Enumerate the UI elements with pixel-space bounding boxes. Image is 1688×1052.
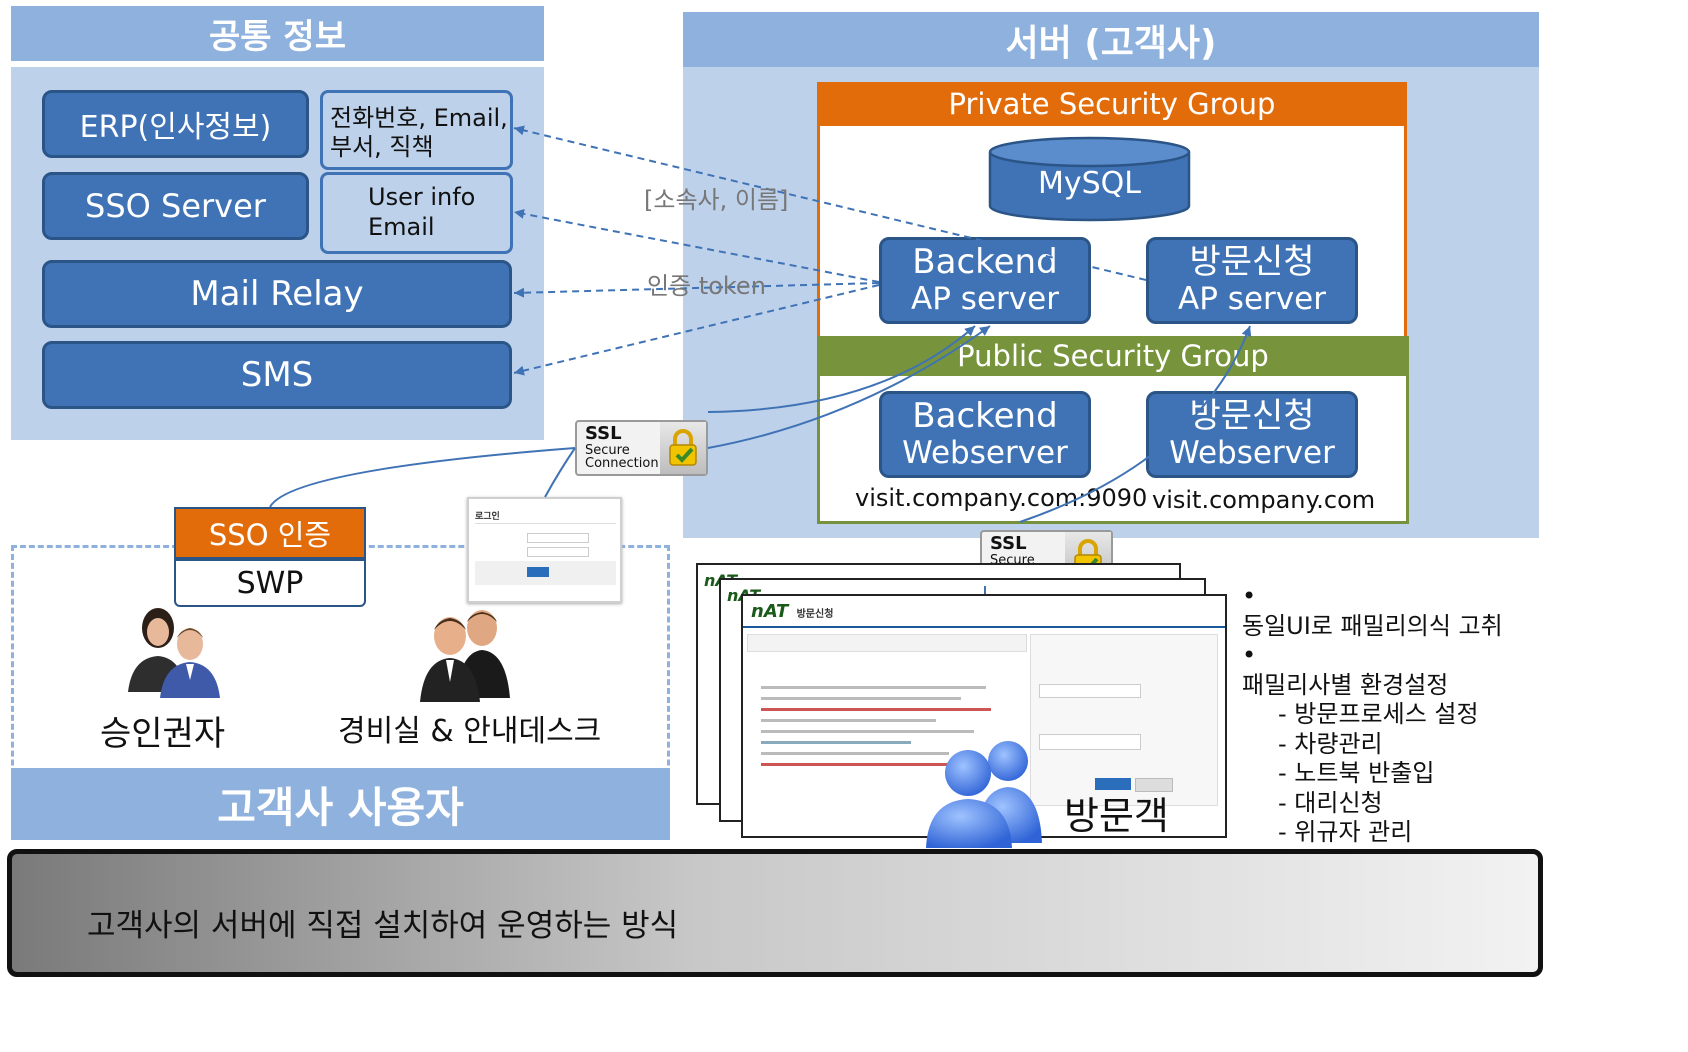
sso-server-box: SSO Server xyxy=(42,172,309,240)
backend-webserver-box: Backend Webserver xyxy=(879,391,1091,478)
sso-fields-line2: Email xyxy=(368,213,435,241)
backend-ap-server-box: Backend AP server xyxy=(879,237,1091,324)
common-info-header: 공통 정보 xyxy=(11,6,544,61)
app-logo-front: AT xyxy=(763,601,789,622)
backend-web-line2: Webserver xyxy=(902,435,1068,472)
erp-fields-line1: 전화번호, Email, xyxy=(330,104,508,132)
erp-fields-bracket xyxy=(320,90,513,170)
ssl-left-line1: SSL xyxy=(585,422,622,444)
mail-relay-box: Mail Relay xyxy=(42,260,512,328)
feature-bullet-2: • 패밀리사별 환경설정 xyxy=(1242,641,1682,700)
feature-bullet-1: • 동일UI로 패밀리의식 고취 xyxy=(1242,582,1682,641)
visit-webserver-box: 방문신청 Webserver xyxy=(1146,391,1358,478)
visit-ap-server-box: 방문신청 AP server xyxy=(1146,237,1358,324)
server-header: 서버 (고객사) xyxy=(683,12,1539,67)
sso-fields-text: User info Email xyxy=(368,182,475,242)
backend-ap-line1: Backend xyxy=(912,242,1058,283)
approver-people-icon xyxy=(128,608,220,698)
feature-text-1: 동일UI로 패밀리의식 고취 xyxy=(1242,611,1503,640)
features-list: • 동일UI로 패밀리의식 고취 • 패밀리사별 환경설정 - 방문프로세스 설… xyxy=(1242,582,1682,848)
erp-fields-line2: 부서, 직책 xyxy=(330,133,434,161)
feature-sub-2: - 차량관리 xyxy=(1278,729,1383,758)
backend-web-line1: Backend xyxy=(912,396,1058,437)
private-security-group-header: Private Security Group xyxy=(817,82,1407,126)
login-password-field xyxy=(527,547,589,557)
footer-text: 고객사의 서버에 직접 설치하여 운영하는 방식 xyxy=(87,908,679,944)
backend-ap-line2: AP server xyxy=(911,281,1059,318)
swp-box: SWP xyxy=(174,559,366,607)
sms-box: SMS xyxy=(42,341,512,409)
feature-sub-3: - 노트북 반출입 xyxy=(1278,759,1435,787)
visit-url: visit.company.com xyxy=(1152,486,1376,514)
sso-auth-box: SSO 인증 xyxy=(174,507,366,559)
feature-sub-4: - 대리신청 xyxy=(1278,788,1383,817)
ssl-right-line1: SSL xyxy=(990,532,1027,554)
padlock-icon xyxy=(660,422,706,474)
sso-fields-line1: User info xyxy=(368,183,476,211)
app-name-front: 방문신청 xyxy=(796,609,834,620)
security-desk-people-icon xyxy=(420,610,510,702)
feature-sub-1: - 방문프로세스 설정 xyxy=(1278,700,1479,728)
visit-ap-line1: 방문신청 xyxy=(1189,242,1315,283)
footer-bar: 고객사의 서버에 직접 설치하여 운영하는 방식 xyxy=(7,849,1543,977)
private-security-group xyxy=(817,82,1407,378)
visitor-people-icon xyxy=(926,741,1042,848)
login-id-field xyxy=(527,533,589,543)
flow-label-company-name: [소속사, 이름] xyxy=(644,186,789,214)
visit-web-line1: 방문신청 xyxy=(1189,396,1315,437)
visitor-label: 방문객 xyxy=(1064,794,1169,838)
public-security-group-header: Public Security Group xyxy=(817,336,1409,376)
approver-label: 승인권자 xyxy=(100,714,226,754)
login-screen-mock: 로그인 xyxy=(467,497,622,603)
login-title: 로그인 xyxy=(475,512,500,522)
customer-users-header: 고객사 사용자 xyxy=(11,768,670,840)
visit-web-line2: Webserver xyxy=(1169,435,1335,472)
sso-fields-bracket xyxy=(320,172,513,254)
ssl-badge-left: SSL Secure Connection xyxy=(575,420,708,476)
erp-fields-text: 전화번호, Email, 부서, 직책 xyxy=(330,104,508,162)
ssl-left-line2: Secure xyxy=(585,442,630,458)
mysql-label: MySQL xyxy=(1037,166,1141,201)
mysql-database-icon xyxy=(988,136,1191,222)
feature-text-2: 패밀리사별 환경설정 xyxy=(1242,670,1449,699)
login-button xyxy=(527,567,549,577)
ssl-left-line3: Connection xyxy=(585,456,659,472)
erp-box: ERP(인사정보) xyxy=(42,90,309,158)
flow-label-auth-token: 인증 token xyxy=(647,272,766,300)
feature-sub-5: - 위규자 관리 xyxy=(1278,818,1413,846)
security-desk-label: 경비실 & 안내데스크 xyxy=(338,714,602,749)
visit-ap-line2: AP server xyxy=(1178,281,1326,318)
